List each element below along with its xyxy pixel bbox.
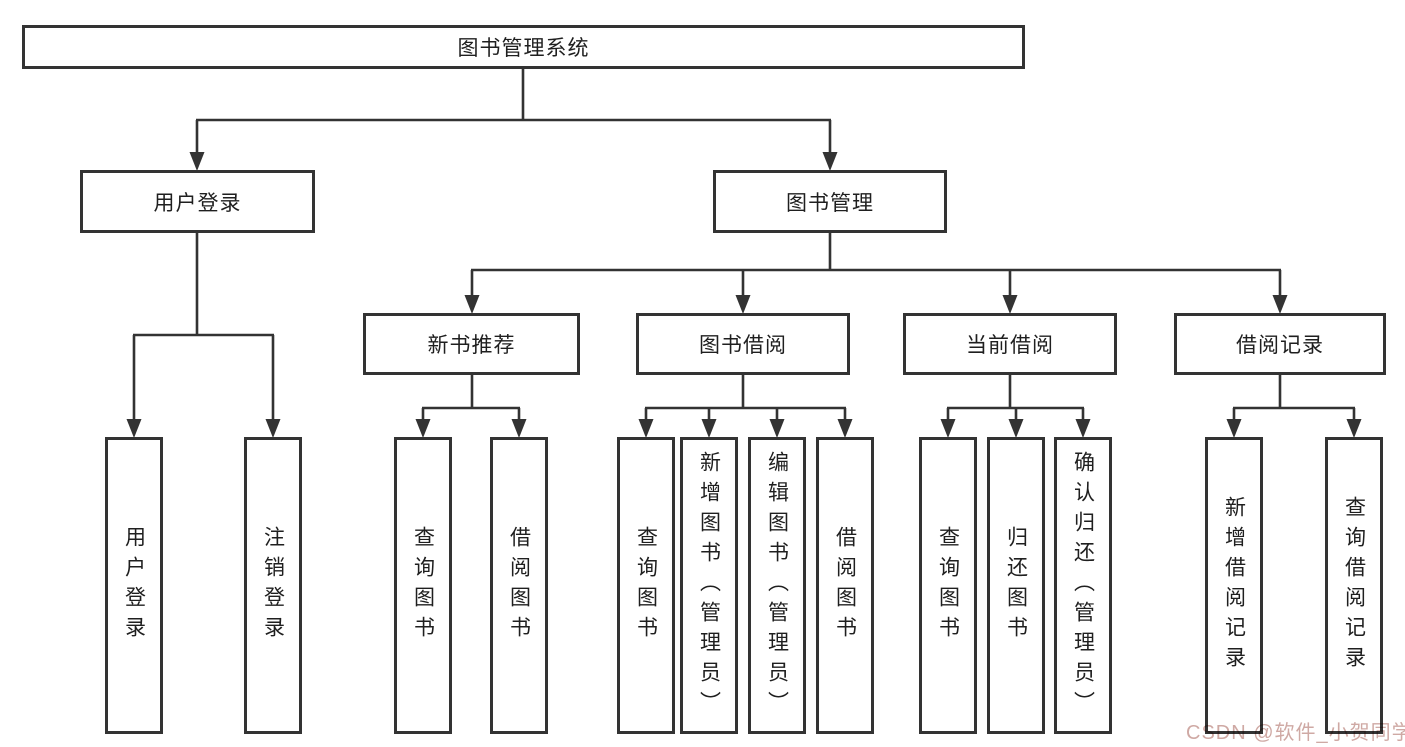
leaf-add-borrow-record-label: 新增借阅记录 bbox=[1222, 495, 1246, 676]
leaf-add-borrow-record: 新增借阅记录 bbox=[1205, 437, 1263, 734]
node-user-login-branch-label: 用户登录 bbox=[153, 191, 242, 215]
leaf-query-books-recommend-label: 查询图书 bbox=[411, 525, 435, 646]
leaf-logout-label: 注销登录 bbox=[261, 525, 285, 646]
leaf-borrow-books-label: 借阅图书 bbox=[833, 525, 857, 646]
leaf-borrow-books-recommend-label: 借阅图书 bbox=[507, 525, 531, 646]
node-library-management-system: 图书管理系统 bbox=[22, 25, 1025, 69]
node-book-management-label: 图书管理 bbox=[786, 191, 874, 215]
node-new-book-recommendation-label: 新书推荐 bbox=[427, 334, 516, 357]
leaf-user-login: 用户登录 bbox=[105, 437, 163, 734]
node-library-management-system-label: 图书管理系统 bbox=[457, 37, 590, 60]
leaf-query-books-borrowing-label: 查询图书 bbox=[634, 525, 658, 646]
node-book-borrowing: 图书借阅 bbox=[636, 313, 850, 375]
leaf-logout: 注销登录 bbox=[244, 437, 302, 734]
node-user-login-branch: 用户登录 bbox=[80, 170, 315, 233]
leaf-edit-books-admin: 编辑图书（管理员） bbox=[748, 437, 806, 734]
leaf-query-books-current: 查询图书 bbox=[919, 437, 977, 734]
node-book-borrowing-label: 图书借阅 bbox=[699, 334, 787, 357]
leaf-query-books-borrowing: 查询图书 bbox=[617, 437, 675, 734]
leaf-confirm-return-admin: 确认归还（管理员） bbox=[1054, 437, 1112, 734]
node-book-management: 图书管理 bbox=[713, 170, 947, 233]
leaf-return-books: 归还图书 bbox=[987, 437, 1045, 734]
leaf-query-borrow-record: 查询借阅记录 bbox=[1325, 437, 1383, 734]
leaf-return-books-label: 归还图书 bbox=[1004, 525, 1028, 646]
leaf-query-books-current-label: 查询图书 bbox=[936, 525, 960, 646]
leaf-borrow-books-recommend: 借阅图书 bbox=[490, 437, 548, 734]
node-borrowing-records: 借阅记录 bbox=[1174, 313, 1386, 375]
node-borrowing-records-label: 借阅记录 bbox=[1236, 334, 1324, 357]
node-new-book-recommendation: 新书推荐 bbox=[363, 313, 580, 375]
leaf-query-books-recommend: 查询图书 bbox=[394, 437, 452, 734]
csdn-watermark: CSDN @软件_小贺同学 bbox=[1186, 722, 1405, 744]
leaf-edit-books-admin-label: 编辑图书（管理员） bbox=[765, 450, 789, 721]
leaf-query-borrow-record-label: 查询借阅记录 bbox=[1342, 495, 1366, 676]
arrowheads bbox=[126, 152, 1362, 438]
leaf-user-login-label: 用户登录 bbox=[122, 525, 146, 646]
leaf-borrow-books: 借阅图书 bbox=[816, 437, 874, 734]
leaf-add-books-admin: 新增图书（管理员） bbox=[680, 437, 738, 734]
node-current-borrowing: 当前借阅 bbox=[903, 313, 1117, 375]
leaf-confirm-return-admin-label: 确认归还（管理员） bbox=[1071, 450, 1095, 721]
leaf-add-books-admin-label: 新增图书（管理员） bbox=[697, 450, 721, 721]
node-current-borrowing-label: 当前借阅 bbox=[966, 334, 1054, 357]
